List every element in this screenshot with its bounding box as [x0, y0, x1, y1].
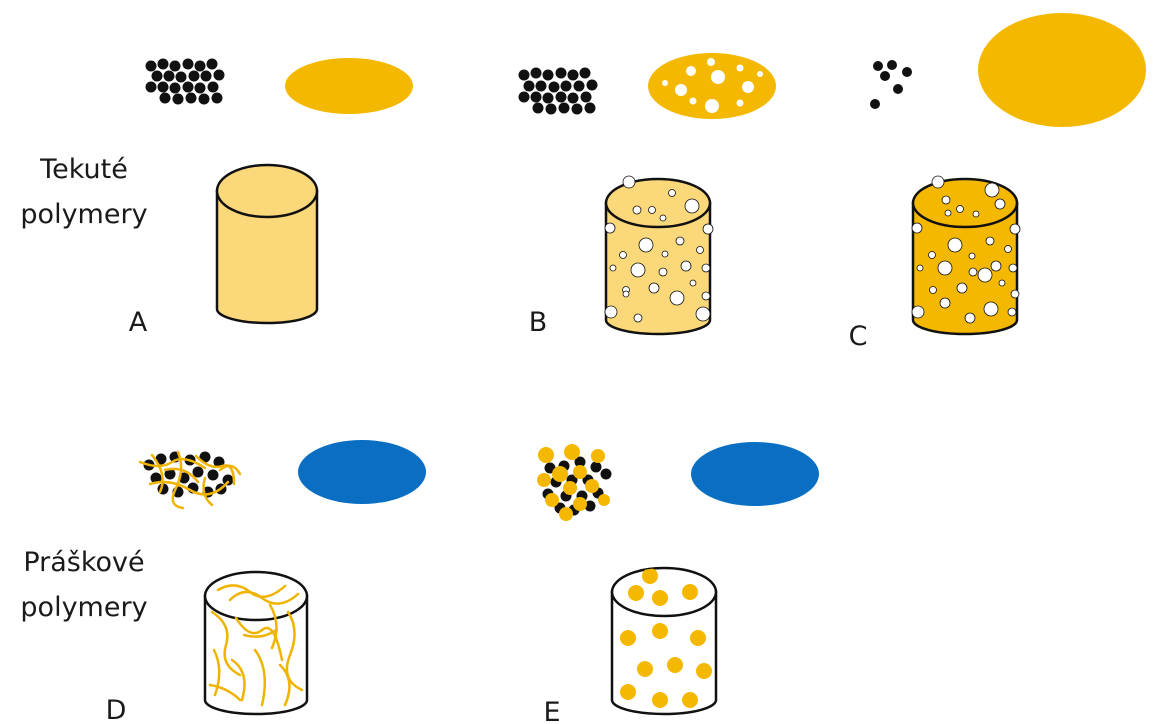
polymer-ellipse-a	[285, 58, 413, 114]
cylinder-b	[605, 176, 713, 334]
group-label-powder-line2: polymery	[20, 592, 147, 623]
filler-cluster-c	[870, 60, 912, 109]
panel-letter-d: D	[106, 695, 127, 724]
panel-letter-a: A	[129, 307, 148, 338]
cylinder-a	[217, 165, 317, 323]
cylinder-c	[912, 176, 1020, 334]
group-label-powder-line1: Práškové	[23, 547, 144, 578]
foamed-polymer-ellipse-b	[648, 53, 776, 119]
filler-fiber-cluster-d	[140, 452, 240, 509]
panel-letter-e: E	[543, 697, 560, 724]
filler-cluster-a	[146, 59, 225, 105]
filler-cluster-b	[519, 68, 598, 115]
panel-letter-b: B	[529, 307, 548, 338]
polymer-ellipse-d	[298, 440, 426, 504]
filler-sphere-cluster-e	[537, 444, 612, 521]
panel-letter-c: C	[849, 321, 868, 352]
polymer-ellipse-e	[691, 442, 819, 506]
group-label-liquid-line1: Tekuté	[39, 154, 128, 185]
group-label-liquid-line2: polymery	[20, 199, 147, 230]
cylinder-e	[612, 568, 716, 714]
polymer-ellipse-c	[978, 13, 1146, 127]
cylinder-d	[205, 572, 307, 714]
